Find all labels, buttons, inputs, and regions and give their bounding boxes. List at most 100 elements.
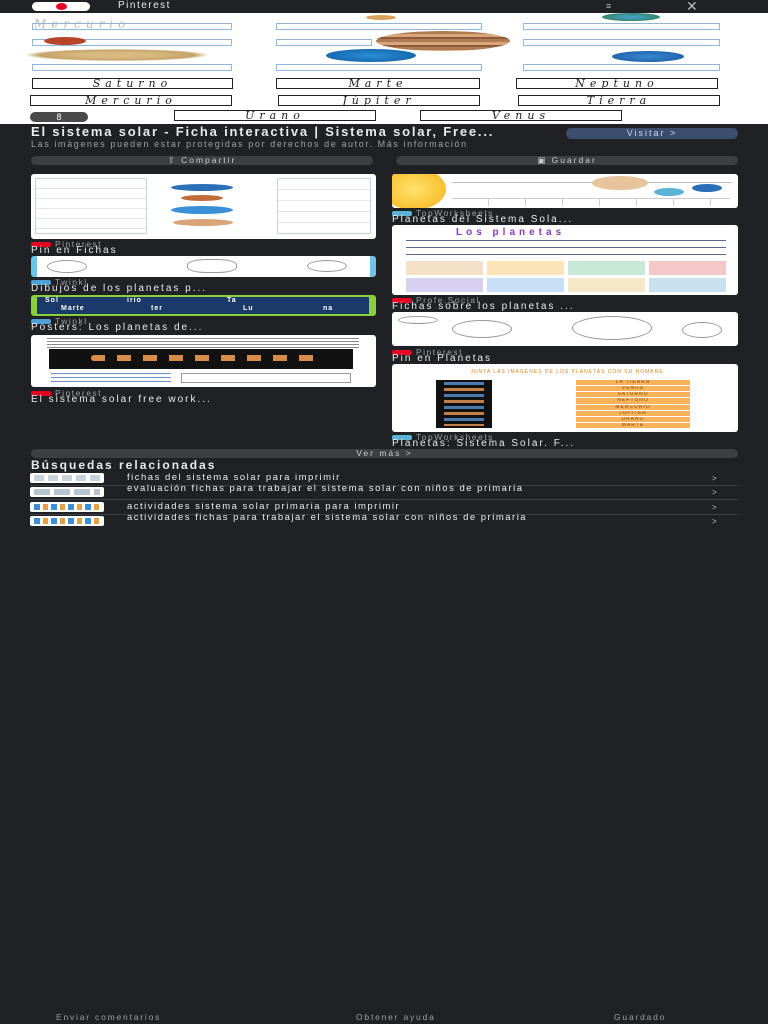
card-title-left-2[interactable]: Dibujos de los planetas p... — [31, 283, 208, 294]
chevron-right-icon: > — [712, 474, 717, 483]
pinterest-icon — [31, 241, 51, 247]
related-search-row[interactable]: fichas del sistema solar para imprimir > — [30, 471, 738, 486]
label-urano: Urano — [174, 110, 376, 121]
card-title-left-4[interactable]: El sistema solar free work... — [31, 394, 212, 405]
see-more-button[interactable]: Ver más > — [31, 449, 738, 458]
related-thumbnail — [30, 473, 104, 483]
save-button[interactable]: ▣ Guardar — [396, 156, 738, 165]
related-thumbnail — [30, 502, 104, 512]
close-icon[interactable]: ✕ — [686, 0, 698, 14]
related-thumbnail — [30, 487, 104, 497]
match-name: MARTE — [576, 422, 690, 428]
label-neptuno: Neptuno — [516, 78, 718, 89]
card-image-left-2[interactable] — [31, 256, 376, 277]
card-title-right-2[interactable]: Fichas sobre los planetas ... — [392, 301, 575, 312]
card-source-right-4[interactable]: TopWorksheets — [392, 433, 494, 441]
card-image-left-3[interactable]: Sol irio Ta Marte ter Lu na — [31, 295, 376, 316]
card-source-left-2[interactable]: Twinkl — [31, 278, 88, 286]
related-search-row[interactable]: actividades sistema solar primaria para … — [30, 500, 738, 515]
card-source-label: Twinkl — [55, 277, 88, 287]
card-title-right-3[interactable]: Pin en Planetas — [392, 353, 493, 364]
visit-button[interactable]: Visitar > — [566, 128, 738, 139]
copyright-notice: Las imágenes pueden estar protegidas por… — [31, 139, 468, 149]
related-search-text: evaluación fichas para trabajar el siste… — [127, 483, 524, 494]
site-name[interactable]: Pinterest — [118, 0, 171, 11]
label-mercurio: Mercurio — [30, 95, 232, 106]
card-title-right-4[interactable]: Planetas: Sistema Solar. F... — [392, 438, 576, 449]
result-title[interactable]: El sistema solar - Ficha interactiva | S… — [31, 124, 495, 139]
card-title-left-3[interactable]: Posters: Los planetas de... — [31, 322, 204, 333]
planet-mars — [44, 37, 86, 45]
match-name: URANO — [576, 416, 690, 422]
card-source-right-3[interactable]: Pinterest — [392, 348, 463, 356]
label-jupiter: Júpiter — [278, 95, 480, 106]
match-name: MERCURIO — [576, 404, 690, 410]
card-source-right-1[interactable]: TopWorksheets — [392, 209, 494, 217]
card-image-left-4[interactable] — [31, 335, 376, 387]
send-feedback-link[interactable]: Enviar comentarios — [56, 1012, 162, 1022]
twinkl-icon — [31, 279, 51, 285]
card-source-label: Profe.Social — [416, 295, 480, 305]
planet-jupiter — [376, 31, 510, 51]
card-source-label: Pinterest — [55, 388, 103, 398]
card-source-label: TopWorksheets — [416, 432, 494, 442]
related-search-text: fichas del sistema solar para imprimir — [127, 472, 341, 483]
hero-ghost-label: Mercurio — [34, 17, 131, 31]
related-thumbnail — [30, 516, 104, 526]
planet-saturn — [26, 49, 208, 61]
pinterest-logo[interactable] — [32, 2, 90, 11]
match-name: NEPTUNO — [576, 398, 690, 404]
share-icon: ⇧ — [167, 155, 182, 165]
card-image-right-2[interactable]: Los planetas — [392, 225, 738, 295]
card-source-left-3[interactable]: Twinkl — [31, 317, 88, 325]
planet-neptune — [612, 51, 684, 62]
chevron-right-icon: > — [712, 517, 717, 526]
card-source-label: Twinkl — [55, 316, 88, 326]
top-bar: Pinterest ≡ ✕ — [0, 0, 768, 14]
card-source-left-1[interactable]: Pinterest — [31, 240, 102, 248]
share-button[interactable]: ⇧ Compartir — [31, 156, 373, 165]
topworksheets-icon — [392, 210, 412, 216]
menu-icon[interactable]: ≡ — [606, 1, 612, 11]
get-help-link[interactable]: Obtener ayuda — [356, 1012, 436, 1022]
chevron-right-icon: > — [712, 488, 717, 497]
related-search-row[interactable]: evaluación fichas para trabajar el siste… — [30, 483, 738, 500]
card-title-left-1[interactable]: Pin en Fichas — [31, 245, 118, 256]
share-label: Compartir — [181, 155, 237, 165]
card-source-label: TopWorksheets — [416, 208, 494, 218]
image-counter-badge: 8 — [30, 112, 88, 122]
poster-word: irio — [127, 297, 142, 304]
card-image-left-1[interactable] — [31, 174, 376, 239]
planet-sun-fragment — [366, 15, 396, 20]
card-image-right-3[interactable] — [392, 312, 738, 346]
match-name: LA TIERRA — [576, 380, 690, 386]
related-search-text: actividades fichas para trabajar el sist… — [127, 512, 528, 523]
card-image-right-4[interactable]: JUNTA LAS IMÁGENES DE LOS PLANETAS CON S… — [392, 364, 738, 432]
topworksheets-icon — [392, 434, 412, 440]
poster-word: na — [323, 305, 334, 312]
poster-word: Ta — [227, 297, 237, 304]
related-searches-heading: Búsquedas relacionadas — [31, 458, 217, 472]
related-search-text: actividades sistema solar primaria para … — [127, 501, 401, 512]
planet-earth — [602, 13, 660, 21]
card-image-right-1[interactable] — [392, 174, 738, 208]
planet-uranus — [326, 49, 416, 62]
card-source-left-4[interactable]: Pinterest — [31, 389, 102, 397]
poster-word: Lu — [243, 305, 254, 312]
poster-word: Marte — [61, 305, 85, 312]
pinterest-icon — [31, 390, 51, 396]
save-label: Guardar — [551, 155, 597, 165]
match-name: VENUS — [576, 386, 690, 392]
match-name: JÚPITER — [576, 410, 690, 416]
worksheet-heading: Los planetas — [456, 227, 566, 238]
save-icon: ▣ — [537, 155, 552, 165]
hero-image[interactable]: Mercurio Saturno Marte Neptuno Mercurio … — [0, 13, 768, 124]
poster-word: Sol — [45, 297, 59, 304]
card-source-right-2[interactable]: Profe.Social — [392, 296, 480, 304]
result-title-block: El sistema solar - Ficha interactiva | S… — [31, 124, 551, 149]
related-search-row[interactable]: actividades fichas para trabajar el sist… — [30, 512, 738, 529]
card-source-label: Pinterest — [416, 347, 464, 357]
card-title-right-1[interactable]: Planetas del Sistema Sola... — [392, 214, 574, 225]
saved-link[interactable]: Guardado — [614, 1012, 667, 1022]
label-marte: Marte — [276, 78, 480, 89]
